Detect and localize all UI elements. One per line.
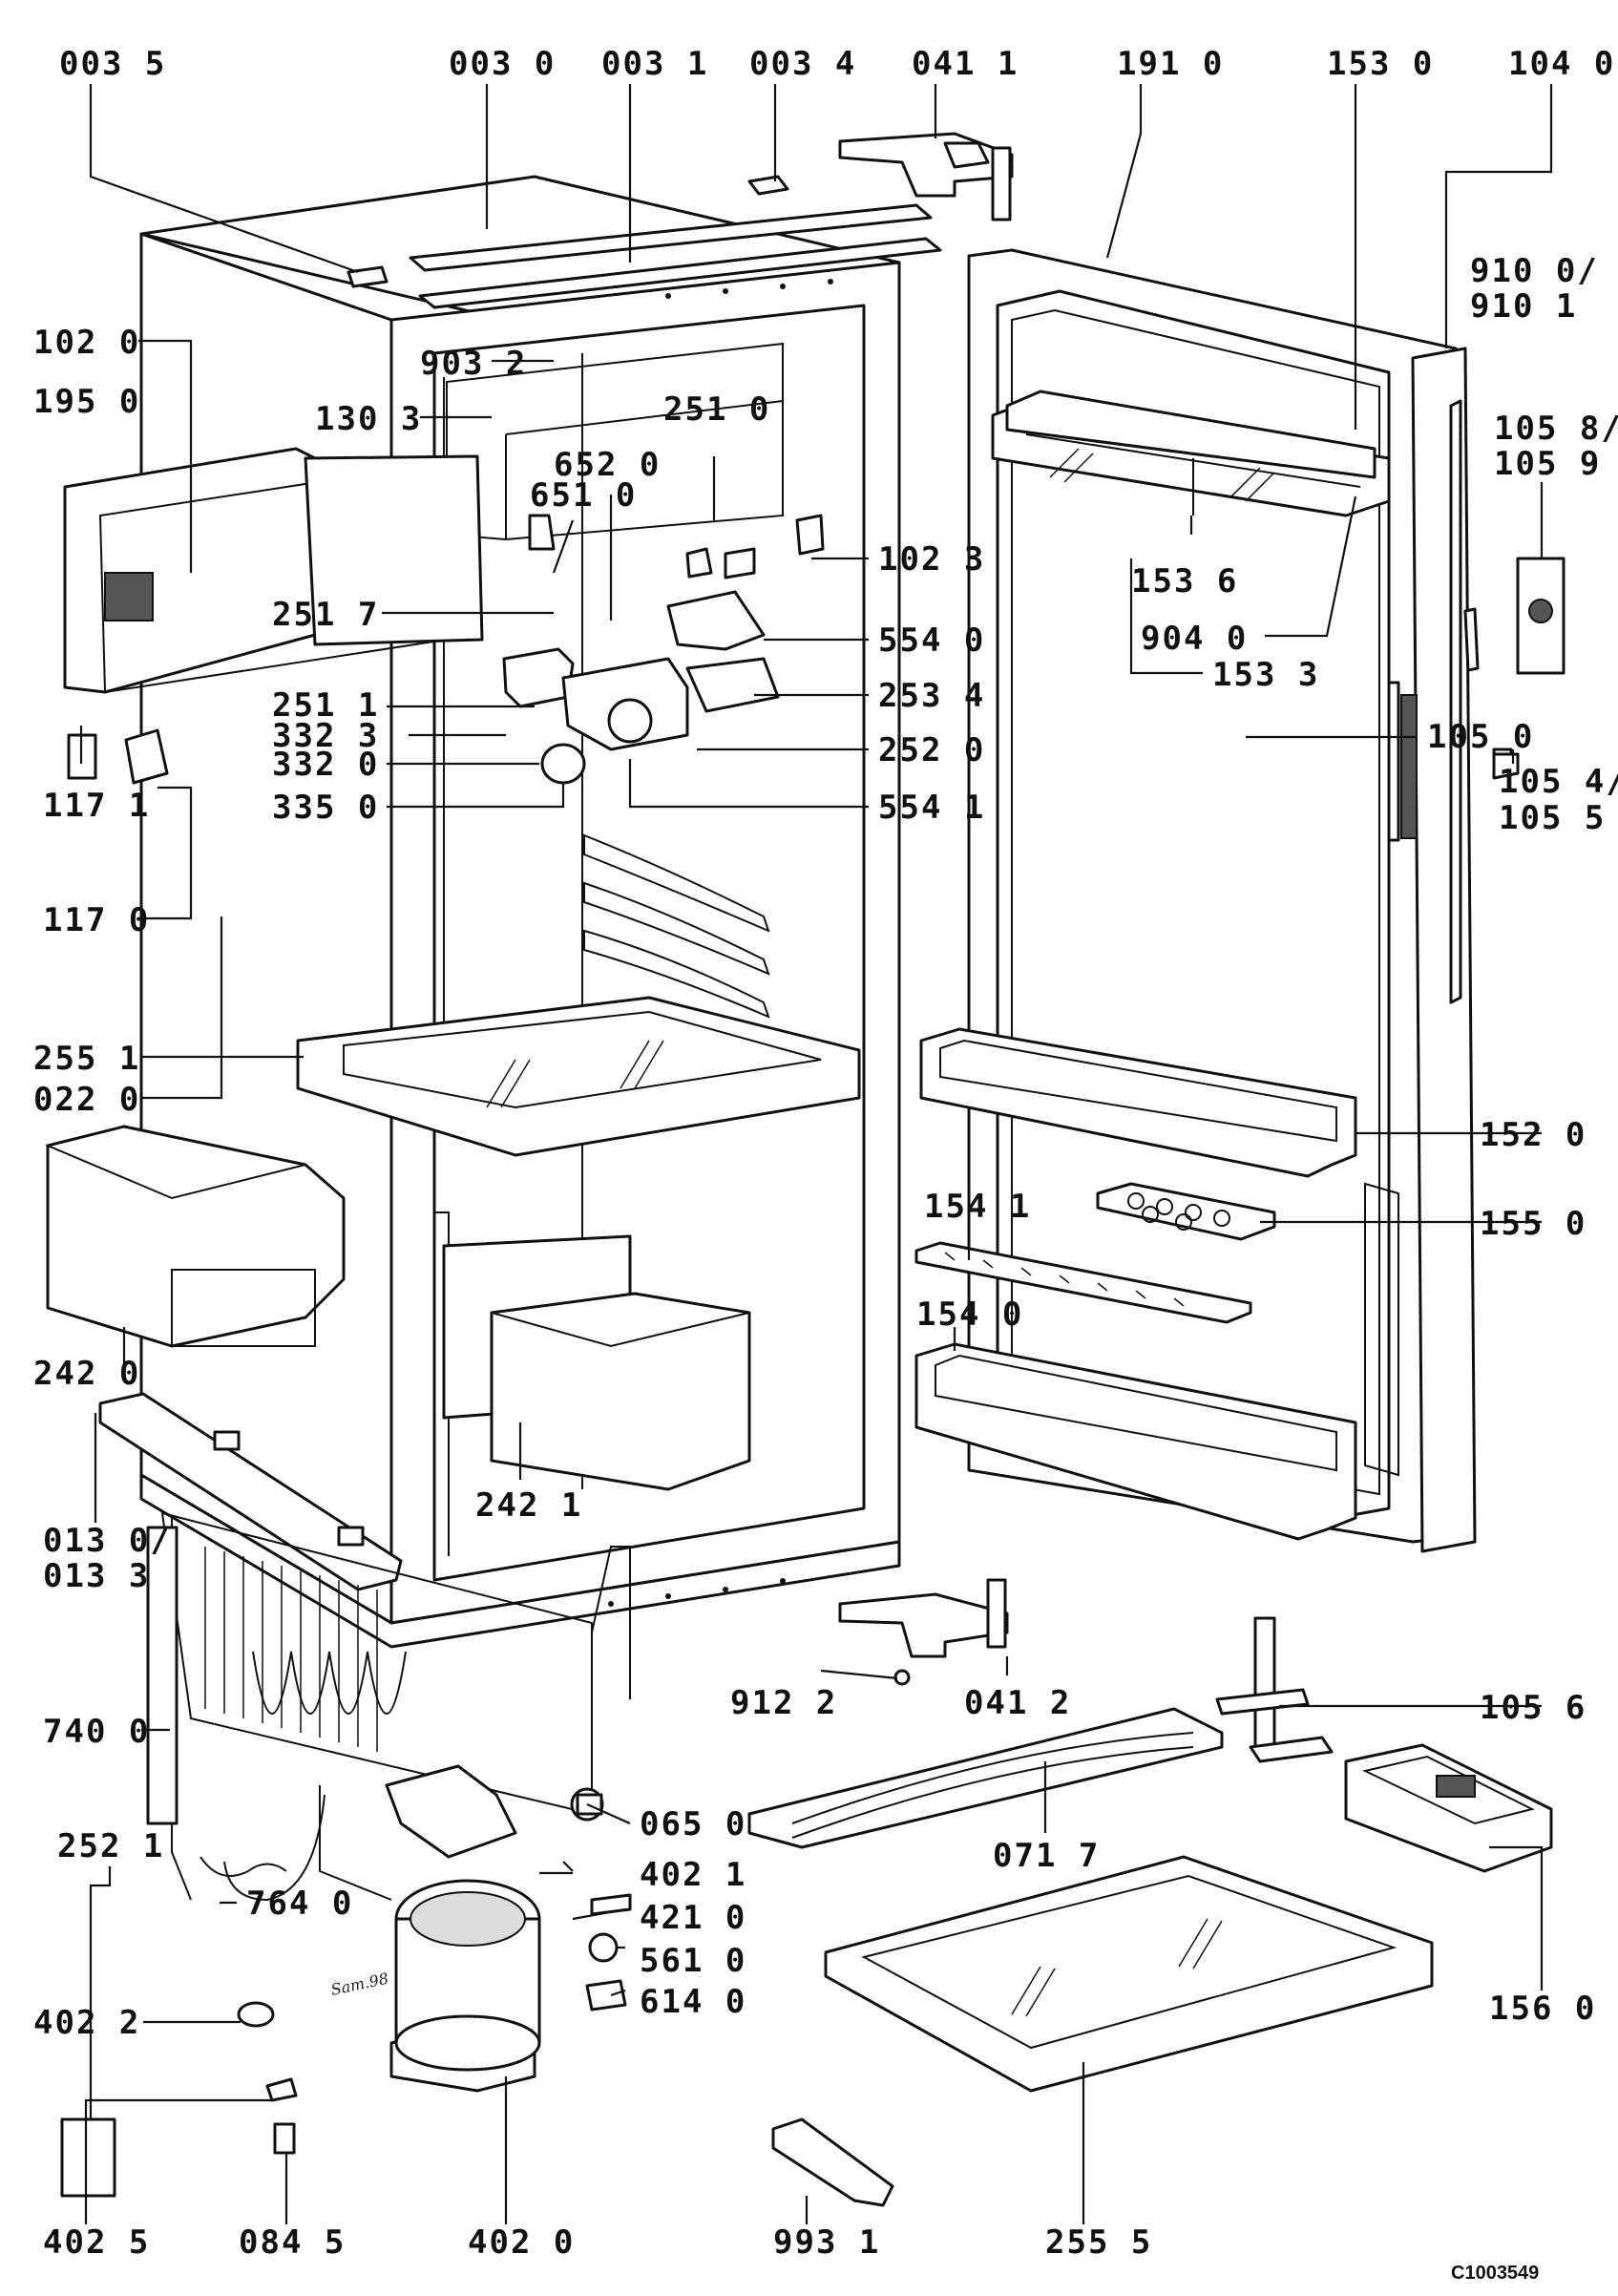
label-253-4: 253 4 bbox=[878, 677, 985, 715]
label-402-1: 402 1 bbox=[640, 1856, 746, 1894]
label-105-0: 105 0 bbox=[1427, 718, 1534, 756]
label-102-0: 102 0 bbox=[33, 324, 140, 362]
door-shelf-154 bbox=[914, 1342, 1357, 1541]
label-614-0: 614 0 bbox=[640, 1983, 746, 2021]
glass-shelf-lower bbox=[824, 1855, 1434, 2093]
label-065-0: 065 0 bbox=[640, 1805, 746, 1843]
label-003-1: 003 1 bbox=[601, 45, 708, 83]
compressor bbox=[200, 1764, 632, 2093]
door-bracket bbox=[1215, 1616, 1334, 1763]
label-912-2: 912 2 bbox=[730, 1684, 837, 1722]
vegetable-bin-right bbox=[442, 1234, 751, 1491]
label-402-5: 402 5 bbox=[43, 2223, 150, 2262]
label-105-4: 105 4/ bbox=[1499, 763, 1618, 801]
label-105-9: 105 9 bbox=[1494, 445, 1601, 483]
label-013-3: 013 3 bbox=[43, 1557, 150, 1595]
label-003-5: 003 5 bbox=[59, 45, 166, 83]
label-242-1: 242 1 bbox=[475, 1486, 582, 1525]
label-104-0: 104 0 bbox=[1508, 45, 1615, 83]
label-117-0: 117 0 bbox=[43, 901, 150, 939]
door-side-parts bbox=[1449, 399, 1565, 1004]
label-764-0: 764 0 bbox=[246, 1885, 353, 1923]
kick-plate bbox=[98, 1392, 403, 1591]
draftsman-signature: Sam.98 bbox=[329, 1970, 390, 1999]
label-910-1: 910 1 bbox=[1470, 287, 1577, 326]
label-191-0: 191 0 bbox=[1117, 45, 1224, 83]
top-rails bbox=[347, 175, 942, 309]
label-251-7: 251 7 bbox=[272, 596, 379, 634]
label-155-0: 155 0 bbox=[1480, 1205, 1586, 1243]
label-335-0: 335 0 bbox=[272, 789, 379, 827]
label-102-3: 102 3 bbox=[878, 540, 985, 579]
small-parts-left bbox=[60, 2001, 298, 2198]
label-041-2: 041 2 bbox=[964, 1684, 1071, 1722]
shelf-profile bbox=[747, 1707, 1224, 1849]
bottle-rack bbox=[914, 1241, 1252, 1324]
label-022-0: 022 0 bbox=[33, 1081, 140, 1119]
label-003-4: 003 4 bbox=[749, 45, 856, 83]
label-152-0: 152 0 bbox=[1480, 1116, 1586, 1154]
vegetable-bin-left bbox=[44, 1125, 346, 1348]
leader-lines bbox=[79, 84, 1553, 2224]
label-651-0: 651 0 bbox=[530, 476, 637, 515]
label-910-0: 910 0/ bbox=[1470, 252, 1599, 290]
label-402-0: 402 0 bbox=[468, 2223, 575, 2262]
hinge-bottom bbox=[838, 1578, 1009, 1686]
label-255-5: 255 5 bbox=[1045, 2223, 1152, 2262]
label-252-0: 252 0 bbox=[878, 731, 985, 769]
label-561-0: 561 0 bbox=[640, 1942, 746, 1980]
thermostat-assembly bbox=[502, 514, 780, 785]
label-904-0: 904 0 bbox=[1141, 620, 1248, 658]
label-903-2: 903 2 bbox=[420, 345, 527, 383]
label-402-2: 402 2 bbox=[33, 2004, 140, 2042]
egg-tray bbox=[1096, 1182, 1276, 1241]
scraper-tool bbox=[771, 2117, 894, 2207]
label-242-0: 242 0 bbox=[33, 1355, 140, 1393]
ice-tray bbox=[1344, 1743, 1553, 1873]
label-554-1: 554 1 bbox=[878, 789, 985, 827]
label-156-0: 156 0 bbox=[1489, 1990, 1596, 2028]
label-251-0: 251 0 bbox=[663, 390, 770, 429]
label-251-1: 251 1 bbox=[272, 686, 379, 725]
lamp-cover bbox=[795, 514, 825, 556]
label-117-1: 117 1 bbox=[43, 787, 150, 825]
label-105-8: 105 8/ bbox=[1494, 410, 1618, 448]
side-clips bbox=[67, 728, 169, 785]
label-554-0: 554 0 bbox=[878, 621, 985, 660]
label-041-1: 041 1 bbox=[912, 45, 1019, 83]
label-013-0: 013 0/ bbox=[43, 1522, 172, 1560]
label-740-0: 740 0 bbox=[43, 1713, 150, 1751]
label-153-0: 153 0 bbox=[1327, 45, 1434, 83]
door-shelf-152 bbox=[919, 1027, 1357, 1178]
label-084-5: 084 5 bbox=[239, 2223, 346, 2262]
label-421-0: 421 0 bbox=[640, 1899, 746, 1937]
label-130-3: 130 3 bbox=[315, 400, 422, 438]
label-652-0: 652 0 bbox=[554, 446, 661, 484]
label-332-3: 332 3 bbox=[272, 717, 379, 755]
door-bin-top bbox=[991, 390, 1391, 517]
label-195-0: 195 0 bbox=[33, 383, 140, 421]
door bbox=[967, 248, 1477, 1553]
label-332-0: 332 0 bbox=[272, 746, 379, 784]
glass-shelf-upper bbox=[296, 996, 861, 1157]
label-154-0: 154 0 bbox=[916, 1295, 1023, 1334]
hinge-top bbox=[838, 132, 1014, 221]
label-003-0: 003 0 bbox=[449, 45, 556, 83]
label-252-1: 252 1 bbox=[57, 1827, 164, 1865]
drawing-code: C1003549 bbox=[1451, 2263, 1539, 2284]
part-labels: 003 5 003 0 003 1 003 4 041 1 191 0 153 … bbox=[33, 45, 1618, 2262]
label-105-5: 105 5 bbox=[1499, 799, 1606, 837]
label-105-6: 105 6 bbox=[1480, 1689, 1586, 1727]
label-154-1: 154 1 bbox=[924, 1188, 1031, 1226]
label-071-7: 071 7 bbox=[993, 1837, 1100, 1875]
label-993-1: 993 1 bbox=[773, 2223, 880, 2262]
label-255-1: 255 1 bbox=[33, 1040, 140, 1078]
label-153-6: 153 6 bbox=[1131, 562, 1238, 600]
label-153-3: 153 3 bbox=[1212, 656, 1319, 694]
